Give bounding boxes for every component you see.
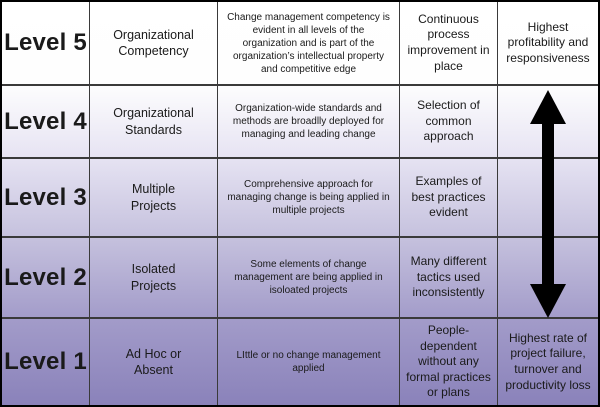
- level-5-name: Organizational Competency: [90, 2, 218, 86]
- level-3-name: Multiple Projects: [90, 159, 218, 238]
- level-1-outcome: People-dependent without any formal prac…: [400, 319, 498, 405]
- level-3-label: Level 3: [2, 159, 90, 238]
- level-5-description: Change management competency is evident …: [218, 2, 400, 86]
- level-5-impact: Highest profitability and responsiveness: [498, 2, 598, 86]
- level-1-name: Ad Hoc or Absent: [90, 319, 218, 405]
- level-1-label: Level 1: [2, 319, 90, 405]
- level-2-label: Level 2: [2, 238, 90, 319]
- level-2-impact-empty: [498, 238, 598, 319]
- level-3-impact-empty: [498, 159, 598, 238]
- level-3-outcome: Examples of best practices evident: [400, 159, 498, 238]
- level-1-impact: Highest rate of project failure, turnove…: [505, 330, 591, 392]
- level-4-label: Level 4: [2, 86, 90, 159]
- level-4-description: Organization-wide standards and methods …: [218, 86, 400, 159]
- level-4-impact-empty: [498, 86, 598, 159]
- level-2-name: Isolated Projects: [90, 238, 218, 319]
- level-5-label: Level 5: [2, 2, 90, 86]
- level-4-name: Organizational Standards: [90, 86, 218, 159]
- level-2-outcome: Many different tactics used inconsistent…: [400, 238, 498, 319]
- level-5-outcome: Continuous process improvement in place: [400, 2, 498, 86]
- level-1-description: LIttle or no change management applied: [218, 319, 400, 405]
- level-3-description: Comprehensive approach for managing chan…: [218, 159, 400, 238]
- level-4-outcome: Selection of common approach: [400, 86, 498, 159]
- level-2-description: Some elements of change management are b…: [218, 238, 400, 319]
